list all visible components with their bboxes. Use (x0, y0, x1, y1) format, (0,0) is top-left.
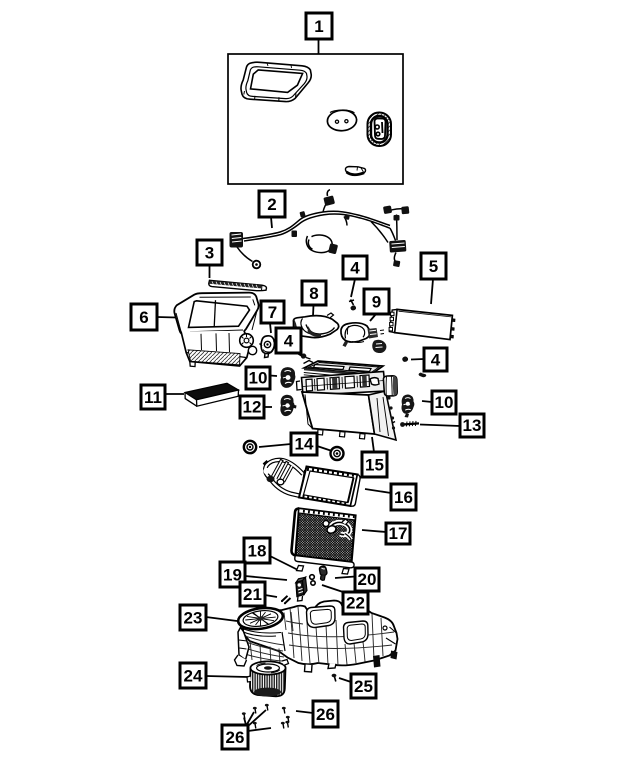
svg-text:18: 18 (248, 542, 267, 561)
svg-text:4: 4 (431, 351, 441, 370)
svg-text:14: 14 (295, 435, 314, 454)
svg-text:4: 4 (284, 332, 294, 351)
svg-text:5: 5 (429, 257, 438, 276)
svg-text:6: 6 (139, 308, 148, 327)
svg-text:22: 22 (346, 594, 365, 613)
svg-text:2: 2 (267, 195, 276, 214)
svg-text:20: 20 (358, 570, 377, 589)
svg-text:10: 10 (249, 369, 268, 388)
svg-text:25: 25 (354, 677, 373, 696)
svg-text:10: 10 (435, 393, 454, 412)
svg-text:17: 17 (389, 524, 408, 543)
svg-text:8: 8 (309, 284, 318, 303)
svg-text:9: 9 (372, 293, 381, 312)
svg-text:24: 24 (184, 667, 203, 686)
svg-text:23: 23 (184, 609, 203, 628)
svg-text:1: 1 (314, 17, 323, 36)
svg-text:12: 12 (243, 398, 262, 417)
svg-text:11: 11 (144, 388, 162, 407)
svg-text:3: 3 (205, 244, 214, 263)
svg-text:16: 16 (394, 488, 413, 507)
svg-text:13: 13 (463, 416, 482, 435)
svg-text:4: 4 (350, 259, 360, 278)
svg-text:26: 26 (226, 728, 245, 747)
svg-text:26: 26 (316, 705, 335, 724)
svg-text:21: 21 (243, 585, 262, 604)
svg-text:19: 19 (223, 566, 242, 585)
svg-text:15: 15 (365, 456, 384, 475)
svg-text:7: 7 (268, 303, 277, 322)
